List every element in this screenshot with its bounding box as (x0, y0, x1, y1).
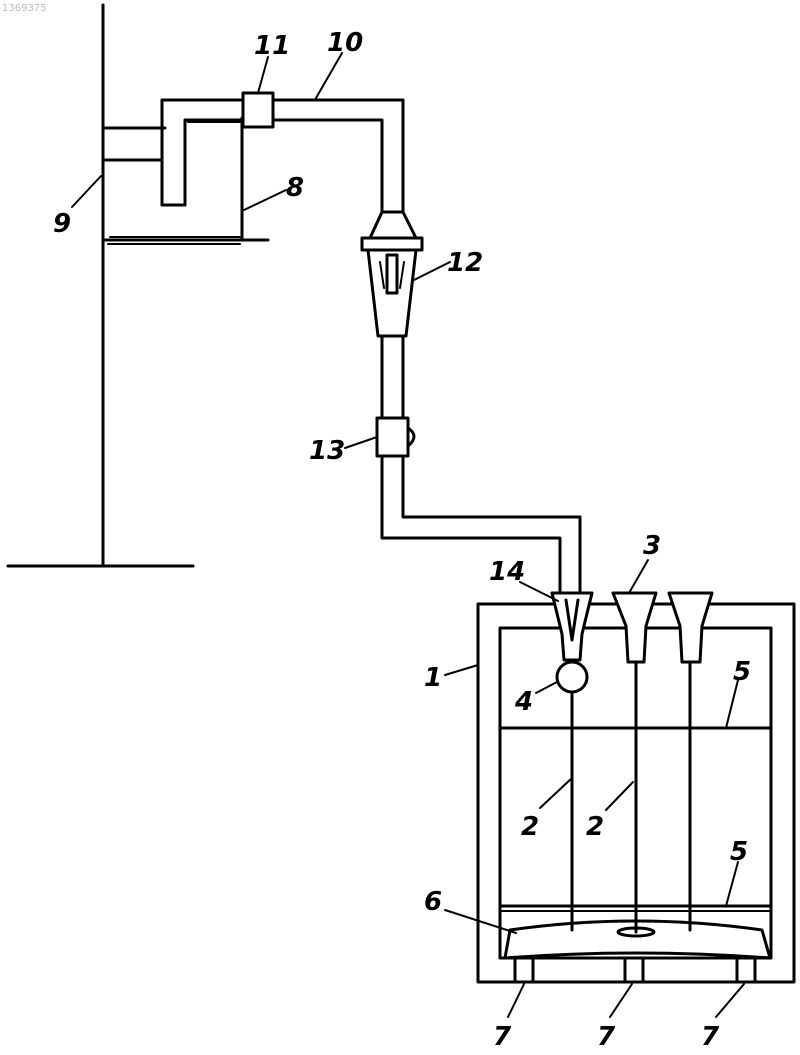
rods (572, 662, 690, 932)
label-11-valve: 11 (254, 31, 290, 61)
label-9-stand: 9 (53, 209, 71, 239)
label-13-clamp: 13 (309, 436, 345, 466)
label-7-foot-left: 7 (493, 1022, 512, 1052)
label-1-housing: 1 (424, 663, 442, 693)
siphon-pipe (162, 100, 403, 212)
label-2-rod-a: 2 (521, 812, 539, 842)
label-7-foot-mid: 7 (597, 1022, 616, 1052)
float-ball (557, 662, 587, 692)
dropper (362, 212, 422, 336)
tube-upper (382, 336, 403, 418)
label-5-partition-bottom: 5 (730, 837, 748, 867)
label-4-float: 4 (514, 687, 533, 717)
label-8-reservoir: 8 (286, 173, 304, 203)
label-10-pipe: 10 (327, 28, 363, 58)
clamp (377, 418, 414, 456)
feet (515, 958, 755, 982)
tube-lower (382, 456, 580, 593)
label-14-inlet: 14 (489, 557, 525, 587)
label-2-rod-b: 2 (586, 812, 604, 842)
label-12-dropper: 12 (447, 248, 483, 278)
stand (8, 5, 193, 566)
label-6-base-plate: 6 (424, 887, 442, 917)
document-id: 1369375 (2, 3, 47, 14)
label-5-partition-top: 5 (733, 657, 751, 687)
label-3-cone: 3 (643, 531, 661, 561)
label-7-foot-right: 7 (701, 1022, 720, 1052)
valve (243, 93, 273, 127)
